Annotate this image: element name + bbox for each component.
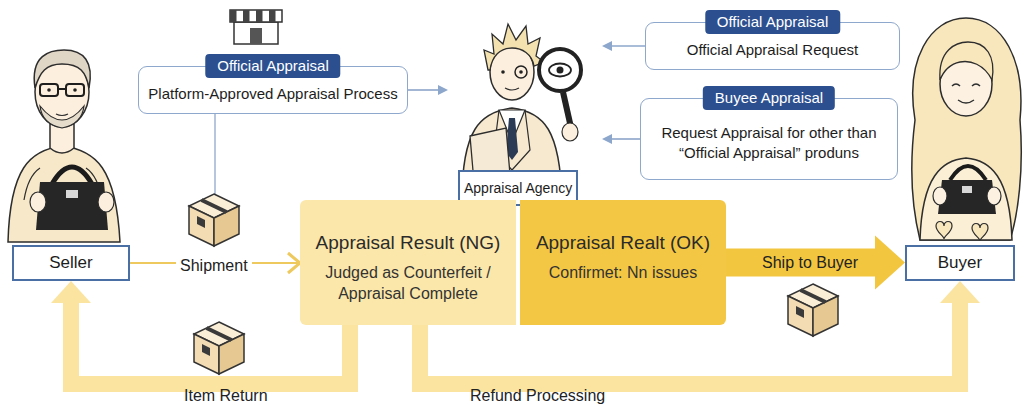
actor-box: Seller <box>12 245 130 281</box>
edge-label: Ship to Buyer <box>762 253 858 272</box>
seller-illustration <box>56 114 68 116</box>
buyer-illustration <box>920 158 1012 240</box>
appraiser-illustration <box>519 70 523 74</box>
arrow-head <box>288 253 300 273</box>
tag-label: Official Appraisal <box>705 10 840 34</box>
appraiser-illustration <box>562 123 578 141</box>
seller-illustration <box>36 182 108 230</box>
shop-icon <box>256 10 263 22</box>
seller-illustration <box>58 88 66 90</box>
edge-label: Refund Processing <box>470 386 605 405</box>
shop-icon <box>230 10 282 44</box>
leader-line <box>214 114 216 194</box>
shop-icon <box>230 10 282 22</box>
shop-icon <box>234 22 278 44</box>
request-box: Buyee AppraisalRequest Appraisal for oth… <box>640 98 898 180</box>
flow-arrow <box>408 85 448 95</box>
buyer-illustration <box>962 186 972 193</box>
buyer-illustration <box>987 187 1001 205</box>
result-box: Appraisal Result (NG) Judged as Counterfe… <box>300 200 516 325</box>
edge-label: Item Return <box>184 386 268 405</box>
package-icon <box>194 322 244 374</box>
buyer-illustration <box>972 84 980 86</box>
flow-arrow <box>726 236 905 290</box>
seller-illustration <box>40 106 84 128</box>
buyer-illustration <box>958 100 974 103</box>
box-text: Platform-Approved Appraisal Process <box>148 84 397 104</box>
box-label: Buyer <box>938 253 982 273</box>
result-title: Appraisal Realt (OK) <box>536 232 710 254</box>
seller-illustration <box>73 88 77 92</box>
shop-icon <box>230 10 237 22</box>
request-box: Official AppraisalOfficial Appraisal Req… <box>645 22 900 70</box>
buyer-illustration <box>952 84 960 86</box>
process-box: Official AppraisalPlatform-Approved Appr… <box>138 66 408 114</box>
appraiser-illustration <box>484 24 544 70</box>
seller-illustration <box>40 84 58 96</box>
appraiser-illustration <box>501 70 505 74</box>
seller-illustration <box>66 84 84 96</box>
appraiser-illustration <box>557 67 564 74</box>
buyer-illustration <box>912 18 1022 241</box>
seller-illustration <box>8 146 120 242</box>
actor-box: Buyer <box>905 245 1015 281</box>
result-title: Appraisal Result (NG) <box>316 232 501 254</box>
seller-illustration <box>52 167 92 184</box>
seller-illustration <box>98 192 114 212</box>
shop-icon <box>243 10 250 22</box>
shop-icon <box>250 28 262 44</box>
seller-illustration <box>30 192 46 212</box>
seller-illustration <box>34 50 90 88</box>
agency-node: Appraisal Agency <box>448 8 602 206</box>
box-text: Request Appraisal for other than “Offici… <box>645 123 893 163</box>
buyer-illustration <box>950 166 986 180</box>
result-text: Judged as Counterfeit / Appraisal Comple… <box>310 262 506 304</box>
seller-illustration <box>66 190 78 198</box>
buyer-illustration <box>936 222 952 240</box>
arrow-line <box>611 45 645 47</box>
seller-illustration <box>8 50 120 242</box>
appraiser-illustration <box>505 88 519 90</box>
flow-arrow <box>602 134 640 144</box>
arrow-head <box>940 281 980 303</box>
arrow-head <box>875 236 905 290</box>
buyer-illustration <box>972 224 988 242</box>
box-text: Official Appraisal Request <box>687 40 858 60</box>
tag-label: Official Appraisal <box>205 54 340 78</box>
buyer-illustration <box>912 18 1022 240</box>
result-box: Appraisal Realt (OK) Confirmet: Nn issues <box>520 200 726 325</box>
seller-illustration <box>47 88 51 92</box>
appraiser-illustration <box>549 64 571 77</box>
edge-label: Shipment <box>176 256 252 275</box>
arrow-head <box>602 41 612 51</box>
arrow-head <box>438 85 448 95</box>
arrow-line <box>726 249 878 277</box>
appraiser-illustration <box>512 110 530 170</box>
arrow-head <box>602 134 612 144</box>
appraiser-illustration <box>539 49 581 91</box>
buyer-illustration <box>933 187 947 205</box>
shop-icon <box>269 10 276 22</box>
result-text: Confirmet: Nn issues <box>549 262 698 283</box>
buyer-illustration <box>940 42 993 80</box>
package-icon <box>788 284 838 336</box>
box-label: Seller <box>49 253 92 273</box>
appraiser-illustration <box>515 66 527 78</box>
tag-label: Buyee Appraisal <box>703 86 835 110</box>
flow-arrow <box>602 41 645 51</box>
package-icon <box>189 194 239 246</box>
arrow-line <box>408 89 439 91</box>
arrow-line <box>611 138 640 140</box>
arrow-head <box>51 281 91 303</box>
